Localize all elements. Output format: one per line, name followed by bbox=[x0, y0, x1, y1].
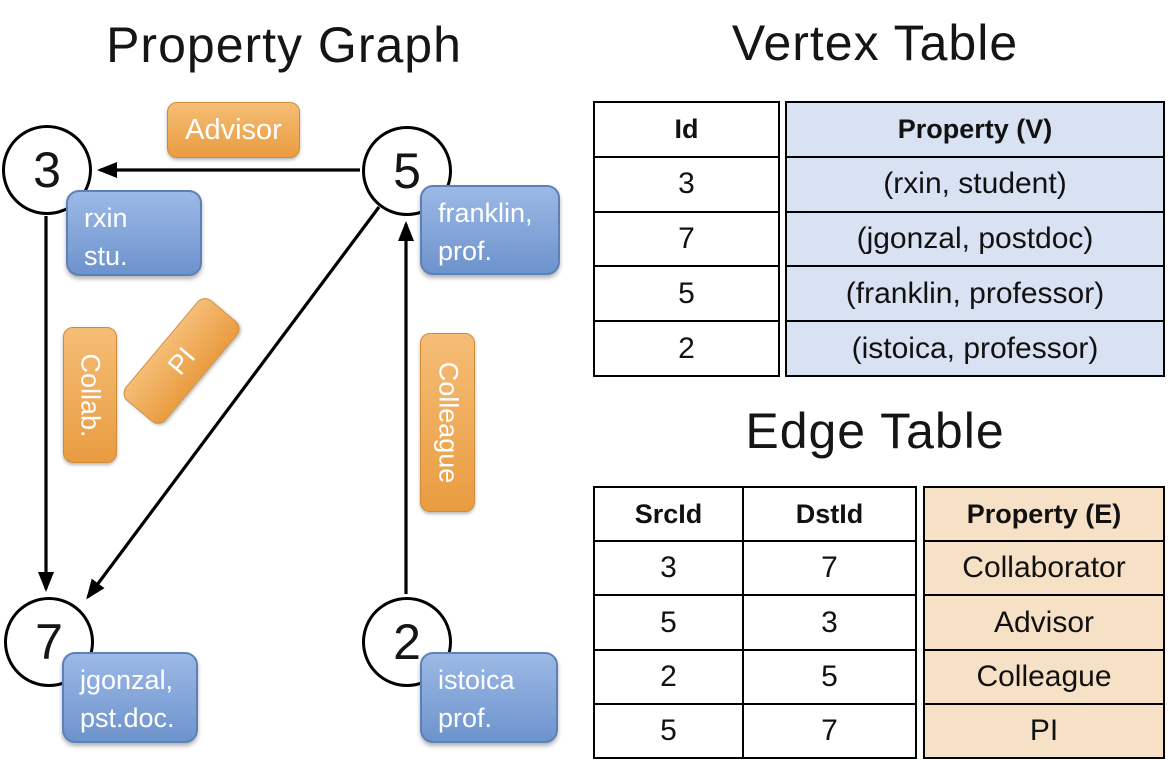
table-row: Advisor bbox=[925, 596, 1163, 651]
edge-label-colleague: Colleague bbox=[420, 333, 475, 512]
edge-dstid-cell: 5 bbox=[821, 659, 838, 693]
edge-property-cell: Collaborator bbox=[962, 551, 1126, 585]
callout-line1: rxin bbox=[84, 203, 128, 233]
edge-label-collab: Collab. bbox=[63, 327, 117, 463]
edge-table-header-property: Property (E) bbox=[966, 498, 1122, 529]
vertex-table-property-column: Property (V) (rxin, student) (jgonzal, p… bbox=[785, 101, 1165, 377]
edge-5-to-7 bbox=[86, 206, 381, 600]
table-row: 5 bbox=[595, 267, 778, 323]
edge-table-header-srcid: SrcId bbox=[595, 488, 744, 541]
table-row: (jgonzal, postdoc) bbox=[787, 212, 1163, 268]
callout-line1: istoica bbox=[438, 665, 515, 695]
vertex-property-callout-istoica: istoica prof. bbox=[420, 652, 558, 743]
table-row: Colleague bbox=[925, 650, 1163, 705]
table-row: 5 3 bbox=[595, 596, 915, 651]
edge-srcid-cell: 2 bbox=[595, 650, 744, 703]
vertex-table-id-column: Id 3 7 5 2 bbox=[593, 101, 780, 377]
edge-property-cell: Advisor bbox=[993, 605, 1095, 639]
edge-srcid-cell: 3 bbox=[595, 542, 744, 595]
edge-label-collab-text: Collab. bbox=[75, 352, 106, 438]
callout-line2: pst.doc. bbox=[80, 703, 175, 733]
vertex-table-title: Vertex Table bbox=[731, 15, 1019, 71]
callout-line2: stu. bbox=[84, 241, 128, 271]
edge-label-pi-text: PI bbox=[161, 341, 201, 381]
vertex-node-2: 2 bbox=[362, 597, 452, 687]
vertex-node-5: 5 bbox=[362, 126, 452, 216]
edge-label-advisor: Advisor bbox=[167, 102, 300, 158]
vertex-property-callout-rxin: rxin stu. bbox=[66, 190, 202, 276]
table-row: 2 5 bbox=[595, 650, 915, 705]
table-row: 7 bbox=[595, 213, 778, 268]
vertex-property-cell: (franklin, professor) bbox=[845, 276, 1105, 310]
vertex-property-cell: (istoica, professor) bbox=[851, 331, 1099, 365]
callout-line2: prof. bbox=[438, 703, 493, 733]
callout-line1: jgonzal, bbox=[80, 665, 174, 695]
vertex-node-5-id: 5 bbox=[393, 143, 421, 199]
edge-dstid-cell: 7 bbox=[821, 713, 838, 747]
callout-line1: franklin, bbox=[438, 198, 533, 228]
vertex-node-3-id: 3 bbox=[33, 142, 61, 198]
edge-table-header-dstid: DstId bbox=[795, 498, 864, 529]
table-row: 2 bbox=[595, 322, 778, 375]
edge-srcid-cell: 5 bbox=[595, 704, 744, 758]
graph-edges-svg bbox=[38, 162, 414, 600]
table-row: 3 bbox=[595, 158, 778, 213]
vertex-id-cell: 2 bbox=[678, 331, 695, 365]
edge-table-title: Edge Table bbox=[745, 403, 1005, 459]
vertex-id-cell: 3 bbox=[678, 167, 695, 201]
edge-property-cell: PI bbox=[1029, 713, 1059, 747]
table-row: (franklin, professor) bbox=[787, 267, 1163, 323]
vertex-id-cell: 5 bbox=[678, 276, 695, 310]
vertex-property-callout-jgonzal: jgonzal, pst.doc. bbox=[62, 652, 198, 743]
table-row: (istoica, professor) bbox=[787, 322, 1163, 375]
edge-table-id-columns: SrcId DstId 3 7 5 3 2 5 5 7 bbox=[593, 486, 917, 759]
vertex-node-7-id: 7 bbox=[35, 614, 63, 670]
vertex-id-cell: 7 bbox=[678, 221, 695, 255]
property-graph-title: Property Graph bbox=[106, 17, 462, 73]
edge-dstid-cell: 3 bbox=[821, 605, 838, 639]
edge-property-cell: Colleague bbox=[976, 659, 1112, 693]
callout-line2: prof. bbox=[438, 236, 493, 266]
table-row: 5 7 bbox=[595, 704, 915, 758]
table-row: (rxin, student) bbox=[787, 157, 1163, 213]
table-row: Collaborator bbox=[925, 542, 1163, 597]
table-row: PI bbox=[925, 704, 1163, 758]
edge-dstid-cell: 7 bbox=[821, 551, 838, 585]
vertex-property-cell: (rxin, student) bbox=[883, 167, 1067, 201]
vertex-table-header-property: Property (V) bbox=[897, 113, 1053, 144]
vertex-node-2-id: 2 bbox=[393, 614, 421, 670]
vertex-property-callout-franklin: franklin, prof. bbox=[420, 185, 560, 275]
table-row: 3 7 bbox=[595, 542, 915, 597]
edge-label-advisor-text: Advisor bbox=[185, 113, 282, 146]
vertex-property-cell: (jgonzal, postdoc) bbox=[856, 221, 1094, 255]
edge-table-property-column: Property (E) Collaborator Advisor Collea… bbox=[923, 486, 1165, 759]
edge-label-colleague-text: Colleague bbox=[433, 361, 463, 484]
vertex-table-header-id: Id bbox=[674, 113, 699, 144]
edge-srcid-cell: 5 bbox=[595, 596, 744, 649]
